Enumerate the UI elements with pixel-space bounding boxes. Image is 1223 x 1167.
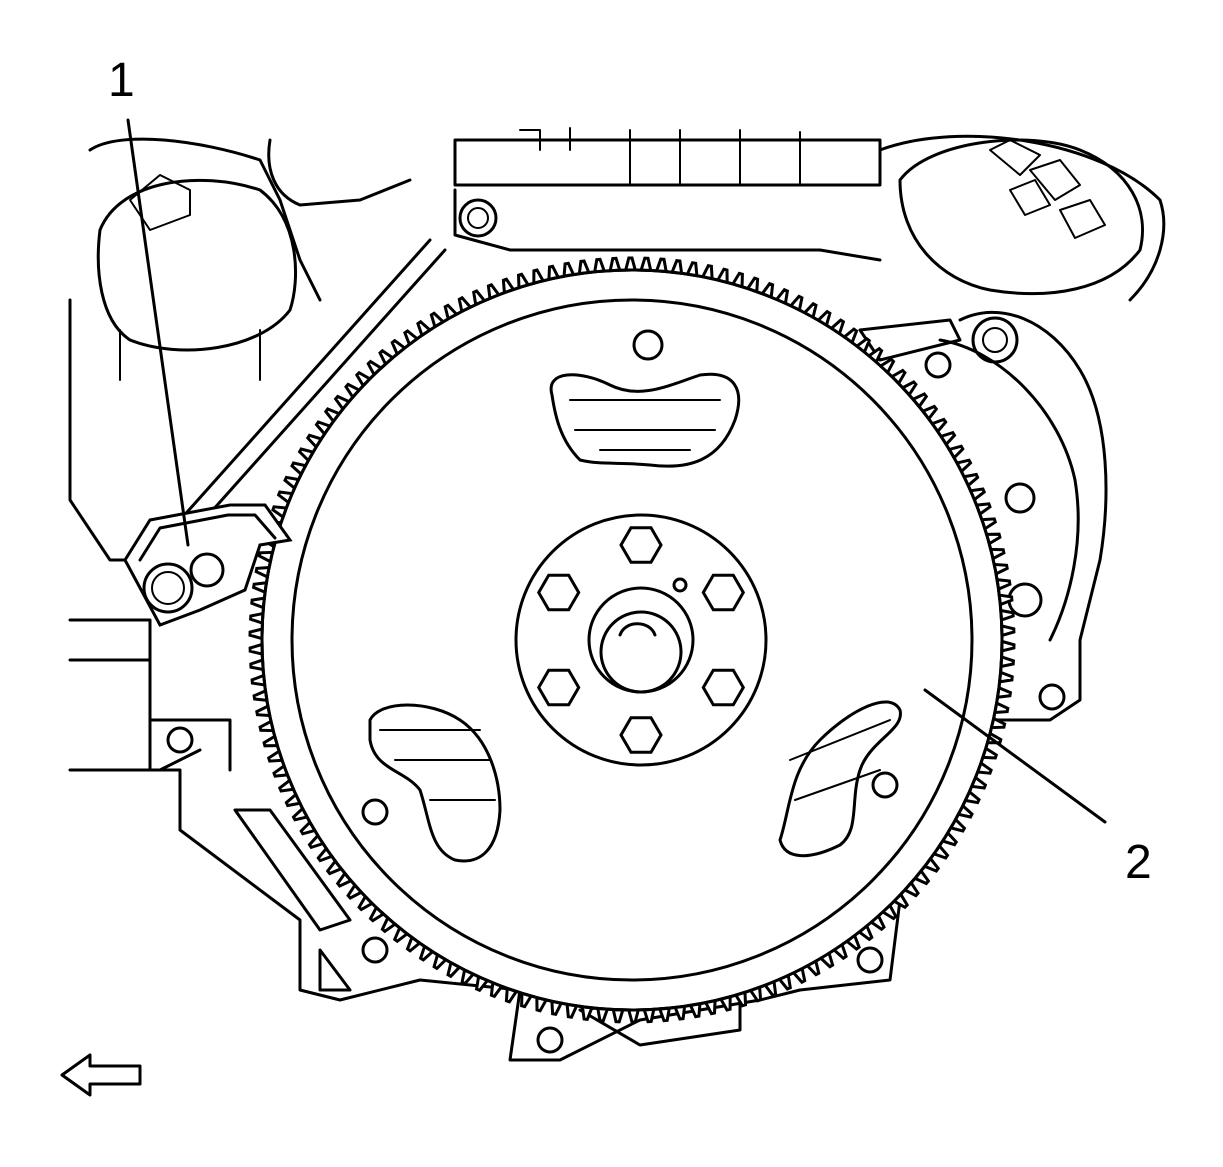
left-arrow-icon [60, 1053, 142, 1097]
flywheel [260, 268, 1004, 1012]
callout-2: 2 [1125, 836, 1152, 889]
flywheel-bolt-head [701, 573, 746, 612]
flywheel-bolt-head [536, 668, 581, 707]
leader-line-1 [126, 118, 190, 547]
flywheel-bolts [536, 526, 746, 754]
sensor-bracket [123, 503, 293, 627]
flywheel-bolt-head [536, 573, 581, 612]
flywheel-bolt-head [701, 668, 746, 707]
flywheel-bolt-head [619, 526, 663, 564]
flywheel-bolt-head [619, 716, 663, 754]
leader-line-2 [923, 688, 1107, 824]
callout-1: 1 [108, 54, 135, 107]
